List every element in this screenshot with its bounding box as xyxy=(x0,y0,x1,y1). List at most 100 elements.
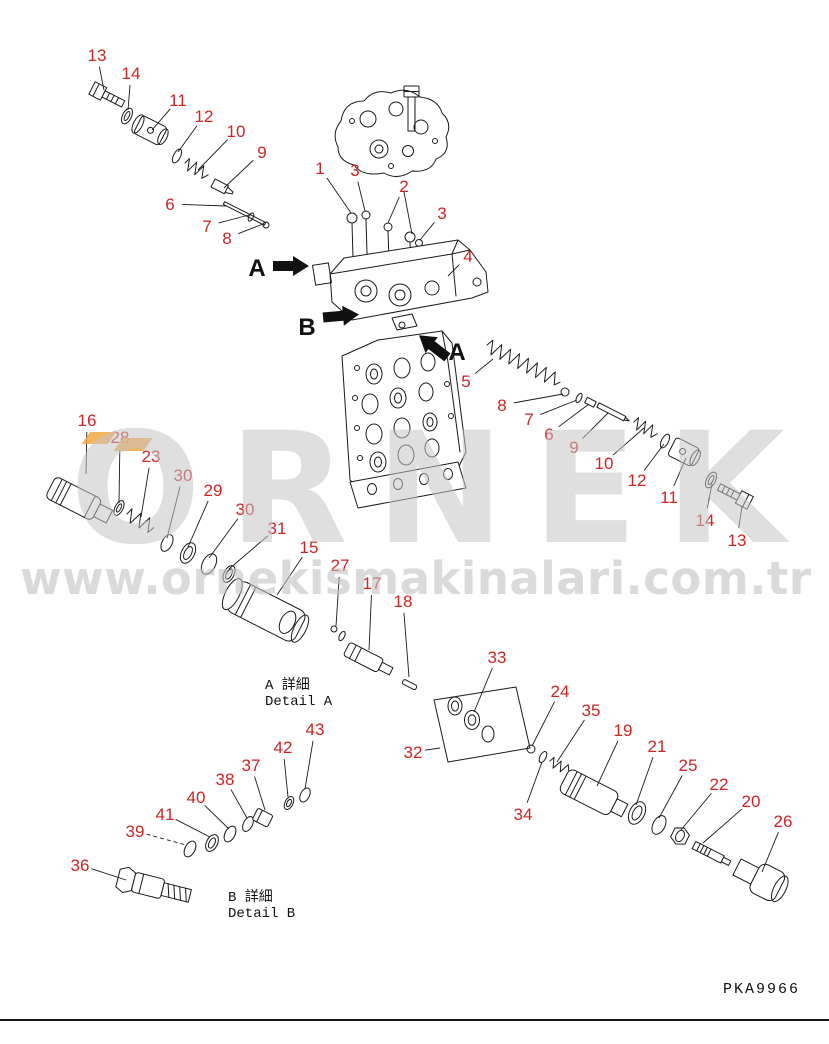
ring-25 xyxy=(651,815,667,835)
stem-20 xyxy=(691,840,732,866)
callout-9: 9 xyxy=(257,143,266,162)
callout-6: 6 xyxy=(544,425,553,444)
ball-27 xyxy=(330,625,338,633)
callout-9: 9 xyxy=(569,438,578,457)
callout-7: 7 xyxy=(202,217,211,236)
spring-chain-right xyxy=(486,339,754,510)
spool-19 xyxy=(559,769,629,818)
ring-33b xyxy=(464,710,480,730)
callout-40: 40 xyxy=(187,788,206,807)
callout-22: 22 xyxy=(710,775,729,794)
leader-line-9 xyxy=(223,159,254,189)
callout-31: 31 xyxy=(268,519,287,538)
callout-1: 1 xyxy=(315,159,324,178)
spring-35 xyxy=(549,756,570,773)
ring-33c xyxy=(481,725,495,743)
sheet-code: PKA9966 xyxy=(722,981,800,998)
valve-17 xyxy=(343,642,394,676)
detail-a-label: A 詳細 Detail A xyxy=(265,678,332,710)
callout-10: 10 xyxy=(595,454,614,473)
leader-line-3 xyxy=(419,222,435,241)
leader-line-43 xyxy=(304,740,314,790)
spring-5 xyxy=(486,339,561,386)
callout-11: 11 xyxy=(169,91,187,110)
leader-line-22 xyxy=(680,792,712,831)
leader-line-39 xyxy=(146,833,187,846)
callout-10: 10 xyxy=(227,122,246,141)
leader-line-42 xyxy=(283,758,289,798)
callout-20: 20 xyxy=(742,792,761,811)
callout-12: 12 xyxy=(195,107,214,126)
callout-38: 38 xyxy=(216,770,235,789)
poppet-9-left xyxy=(210,178,234,195)
leader-line-12 xyxy=(643,443,665,471)
leader-line-27 xyxy=(335,576,340,627)
leader-line-9 xyxy=(582,412,609,439)
leader-line-17 xyxy=(368,594,372,651)
callout-18: 18 xyxy=(394,592,413,611)
detail-b-caption: Detail B xyxy=(228,906,296,922)
leader-line-5 xyxy=(475,358,494,374)
view-arrow-b-1 xyxy=(322,305,359,326)
callout-8: 8 xyxy=(497,396,506,415)
valve-cover-assembly xyxy=(334,85,450,177)
leader-line-21 xyxy=(635,757,654,806)
leader-line-10 xyxy=(197,139,228,171)
leader-line-14 xyxy=(127,84,131,111)
callout-33: 33 xyxy=(488,648,507,667)
callout-5: 5 xyxy=(461,372,470,391)
callout-21: 21 xyxy=(648,737,667,756)
view-arrow-a-2 xyxy=(419,335,451,362)
callout-39: 39 xyxy=(126,822,145,841)
flange-11-right xyxy=(667,437,701,467)
callout-13: 13 xyxy=(728,531,747,550)
callout-19: 19 xyxy=(614,721,633,740)
leader-line-11 xyxy=(673,457,687,487)
cover-bolt xyxy=(403,85,420,132)
oring-12-left xyxy=(171,148,183,164)
ring-33a xyxy=(447,696,463,716)
leader-line-20 xyxy=(702,808,743,844)
washer-14-left xyxy=(120,107,134,125)
leader-line-extra-0 xyxy=(403,191,413,235)
leader-line-10 xyxy=(612,427,645,456)
leader-line-37 xyxy=(254,776,266,811)
leader-line-7 xyxy=(539,399,578,416)
plug-26 xyxy=(732,858,789,903)
relief-plug-chain-upper-left xyxy=(88,81,270,229)
leader-line-32 xyxy=(424,747,441,751)
callout-32: 32 xyxy=(404,743,423,762)
main-valve-section xyxy=(312,210,489,331)
leader-line-41 xyxy=(175,819,211,838)
leader-line-36 xyxy=(91,868,127,881)
nut-22 xyxy=(670,827,690,845)
callout-43: 43 xyxy=(306,720,325,739)
leader-line-34 xyxy=(526,761,543,803)
leader-line-2 xyxy=(387,196,400,224)
view-label-a-2: A xyxy=(448,339,465,366)
leader-line-8 xyxy=(513,393,564,404)
washer-28 xyxy=(113,500,125,516)
flange-11-left xyxy=(131,114,169,146)
spring-10-left xyxy=(184,158,209,179)
callout-16: 16 xyxy=(78,411,97,430)
callout-2: 2 xyxy=(399,177,408,196)
spool-16 xyxy=(46,477,114,524)
leader-line-11 xyxy=(151,108,171,131)
callout-8: 8 xyxy=(222,229,231,248)
leader-line-13 xyxy=(738,505,743,529)
leader-line-19 xyxy=(596,740,619,787)
callout-25: 25 xyxy=(679,756,698,775)
plug-37 xyxy=(252,808,273,828)
callout-3: 3 xyxy=(437,204,446,223)
leader-line-18 xyxy=(403,612,410,678)
leader-line-14 xyxy=(706,483,713,509)
callout-36: 36 xyxy=(71,856,90,875)
spool-chain-left xyxy=(46,477,418,691)
spring-10-right xyxy=(633,417,658,438)
ring-30a xyxy=(160,534,174,552)
spring-23 xyxy=(126,508,155,533)
